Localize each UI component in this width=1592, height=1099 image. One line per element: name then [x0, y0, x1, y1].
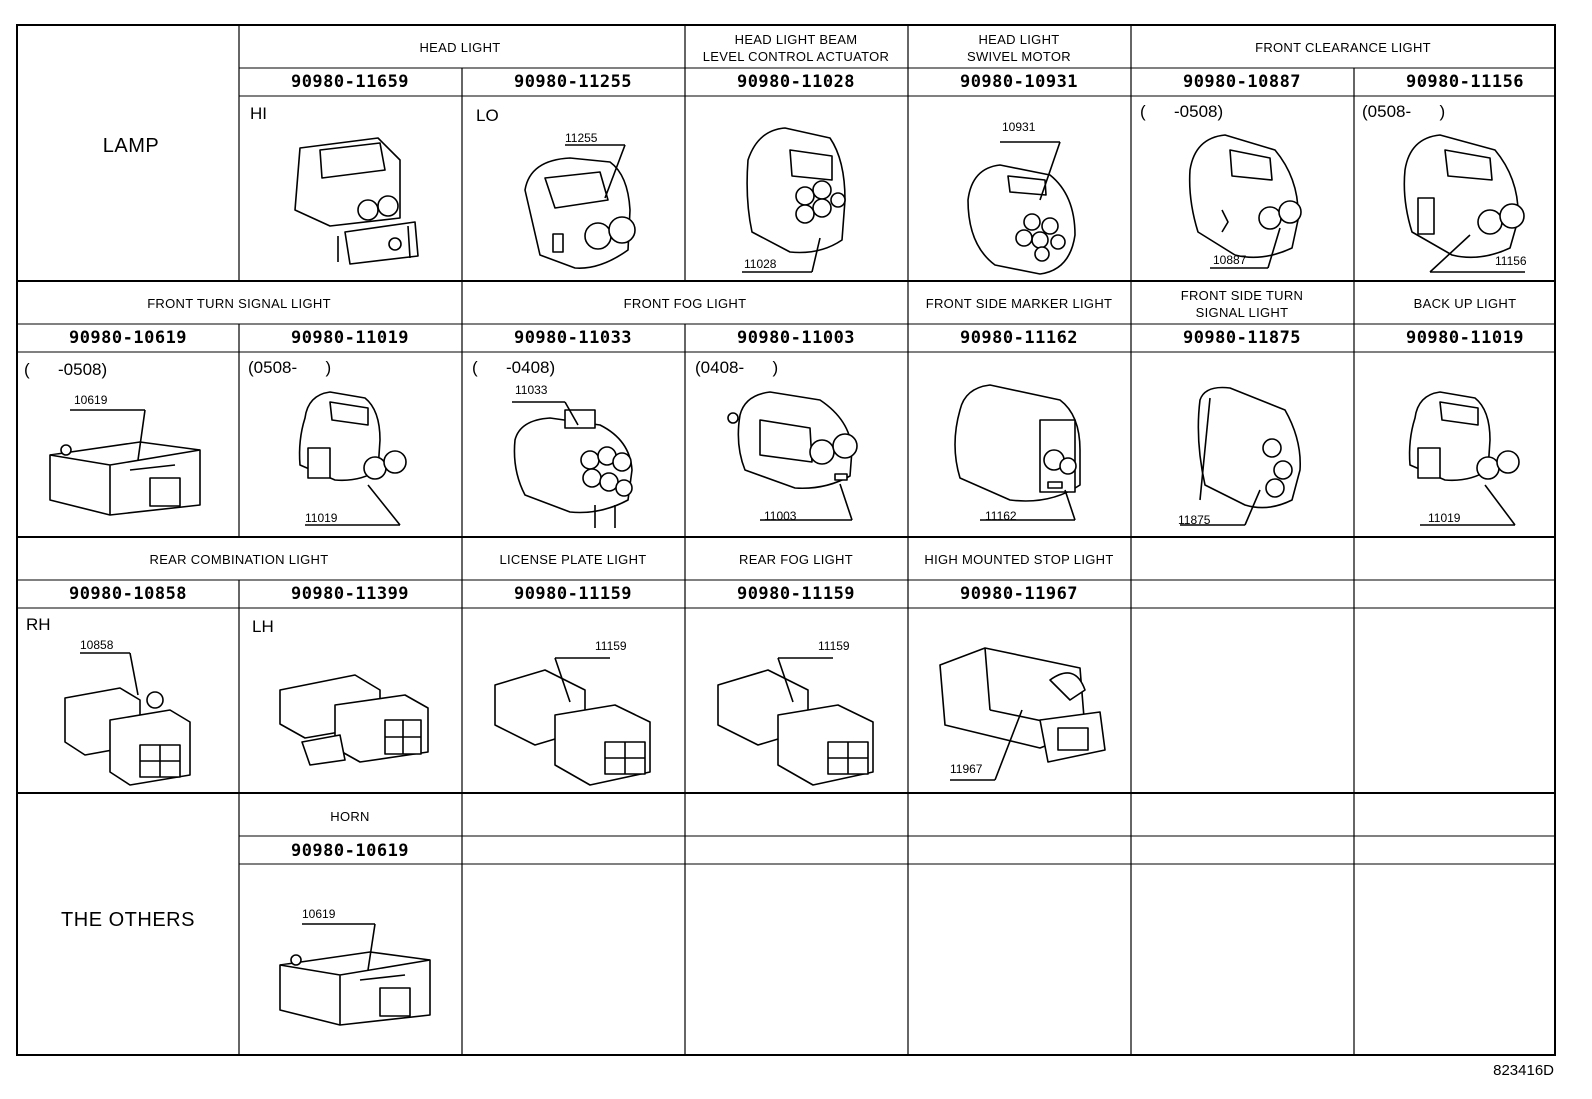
group-front-side-turn-signal-light: FRONT SIDE TURN SIGNAL LIGHT: [1180, 288, 1304, 320]
callout-label: 11019: [1428, 511, 1461, 525]
part-number: 90980-11162: [959, 328, 1079, 348]
category-the-others: THE OTHERS: [61, 909, 195, 931]
group-beam-level-actuator: HEAD LIGHT BEAM LEVEL CONTROL ACTUATOR: [702, 32, 890, 64]
connector-drawing-10619-horn: [279, 923, 431, 1026]
variant-note: LO: [476, 106, 499, 125]
callout-label: 11159: [595, 639, 627, 653]
variant-note: LH: [252, 617, 274, 636]
group-rear-combination-light: REAR COMBINATION LIGHT: [149, 552, 329, 567]
callout-label: 10619: [302, 907, 336, 921]
group-horn: HORN: [330, 809, 370, 824]
connector-drawing-10619-front-turn: [49, 409, 201, 516]
connector-drawing-11003: [727, 391, 858, 521]
part-number: 90980-10858: [68, 584, 188, 604]
part-number: 90980-11659: [290, 72, 410, 92]
callout-label: 10887: [1213, 253, 1247, 267]
group-head-light: HEAD LIGHT: [419, 40, 501, 55]
part-number: 90980-11003: [736, 328, 856, 348]
connector-drawing-11028: [742, 127, 846, 273]
connector-drawing-11159-rear-fog: [717, 657, 874, 786]
part-number: 90980-11033: [513, 328, 633, 348]
callout-label: 11159: [818, 639, 850, 653]
group-high-mounted-stop-light: HIGH MOUNTED STOP LIGHT: [924, 552, 1114, 567]
callout-label: 10931: [1002, 120, 1036, 134]
connector-drawing-11156: [1403, 134, 1525, 273]
connector-drawing-11659: [294, 137, 419, 265]
part-number: 90980-10931: [959, 72, 1079, 92]
callout-label: 11028: [744, 257, 777, 271]
part-number: 90980-11399: [290, 584, 410, 604]
group-front-clearance-light: FRONT CLEARANCE LIGHT: [1255, 40, 1431, 55]
connector-drawing-11399: [279, 674, 429, 766]
callout-label: 11967: [950, 762, 983, 776]
connector-drawing-11162: [954, 384, 1081, 521]
group-rear-fog-light: REAR FOG LIGHT: [739, 552, 853, 567]
part-number: 90980-11159: [513, 584, 633, 604]
connector-drawing-11159-license: [494, 657, 651, 786]
variant-note: ( -0508): [24, 360, 108, 379]
part-number: 90980-10887: [1182, 72, 1302, 92]
group-front-side-marker-light: FRONT SIDE MARKER LIGHT: [925, 296, 1113, 311]
part-number: 90980-11255: [513, 72, 633, 92]
variant-note: ( -0408): [472, 358, 556, 377]
connector-drawing-11967: [939, 647, 1106, 781]
group-back-up-light: BACK UP LIGHT: [1413, 296, 1517, 311]
callout-label: 11255: [565, 131, 598, 145]
connector-drawing-11255: [524, 144, 636, 269]
connector-drawing-10931: [967, 141, 1076, 275]
variant-note: RH: [26, 615, 51, 634]
part-number: 90980-11967: [959, 584, 1079, 604]
callout-label: 11156: [1495, 254, 1527, 268]
connector-drawing-10887: [1188, 134, 1302, 269]
variant-note: (0408- ): [695, 358, 779, 377]
group-front-turn-signal-light: FRONT TURN SIGNAL LIGHT: [147, 296, 331, 311]
part-number: 90980-11159: [736, 584, 856, 604]
connector-drawing-11875: [1180, 386, 1302, 526]
part-number: 90980-11019: [1405, 328, 1525, 348]
connector-drawing-11033: [512, 401, 633, 528]
group-swivel-motor: HEAD LIGHT SWIVEL MOTOR: [966, 32, 1072, 64]
variant-note: ( -0508): [1140, 102, 1224, 121]
callout-label: 11003: [764, 509, 797, 523]
connector-drawing-11019-back-up: [1408, 391, 1520, 526]
connector-drawing-10858: [64, 652, 191, 786]
part-number: 90980-10619: [290, 841, 410, 861]
category-lamp: LAMP: [102, 135, 160, 157]
part-number: 90980-11875: [1182, 328, 1302, 348]
part-number: 90980-11156: [1405, 72, 1525, 92]
group-front-fog-light: FRONT FOG LIGHT: [623, 296, 747, 311]
callout-label: 11033: [515, 383, 548, 397]
variant-note: (0508- ): [248, 358, 332, 377]
connector-drawing-11019-front-turn: [298, 391, 407, 526]
part-number: 90980-10619: [68, 328, 188, 348]
diagram-reference-id: 823416D: [1493, 1062, 1554, 1079]
part-number: 90980-11019: [290, 328, 410, 348]
variant-note: (0508- ): [1362, 102, 1446, 121]
callout-label: 11019: [305, 511, 338, 525]
group-license-plate-light: LICENSE PLATE LIGHT: [499, 552, 647, 567]
variant-note: HI: [250, 104, 267, 123]
callout-label: 11162: [985, 509, 1017, 523]
callout-label: 10858: [80, 638, 114, 652]
callout-label: 11875: [1178, 513, 1211, 527]
part-number: 90980-11028: [736, 72, 856, 92]
callout-label: 10619: [74, 393, 108, 407]
